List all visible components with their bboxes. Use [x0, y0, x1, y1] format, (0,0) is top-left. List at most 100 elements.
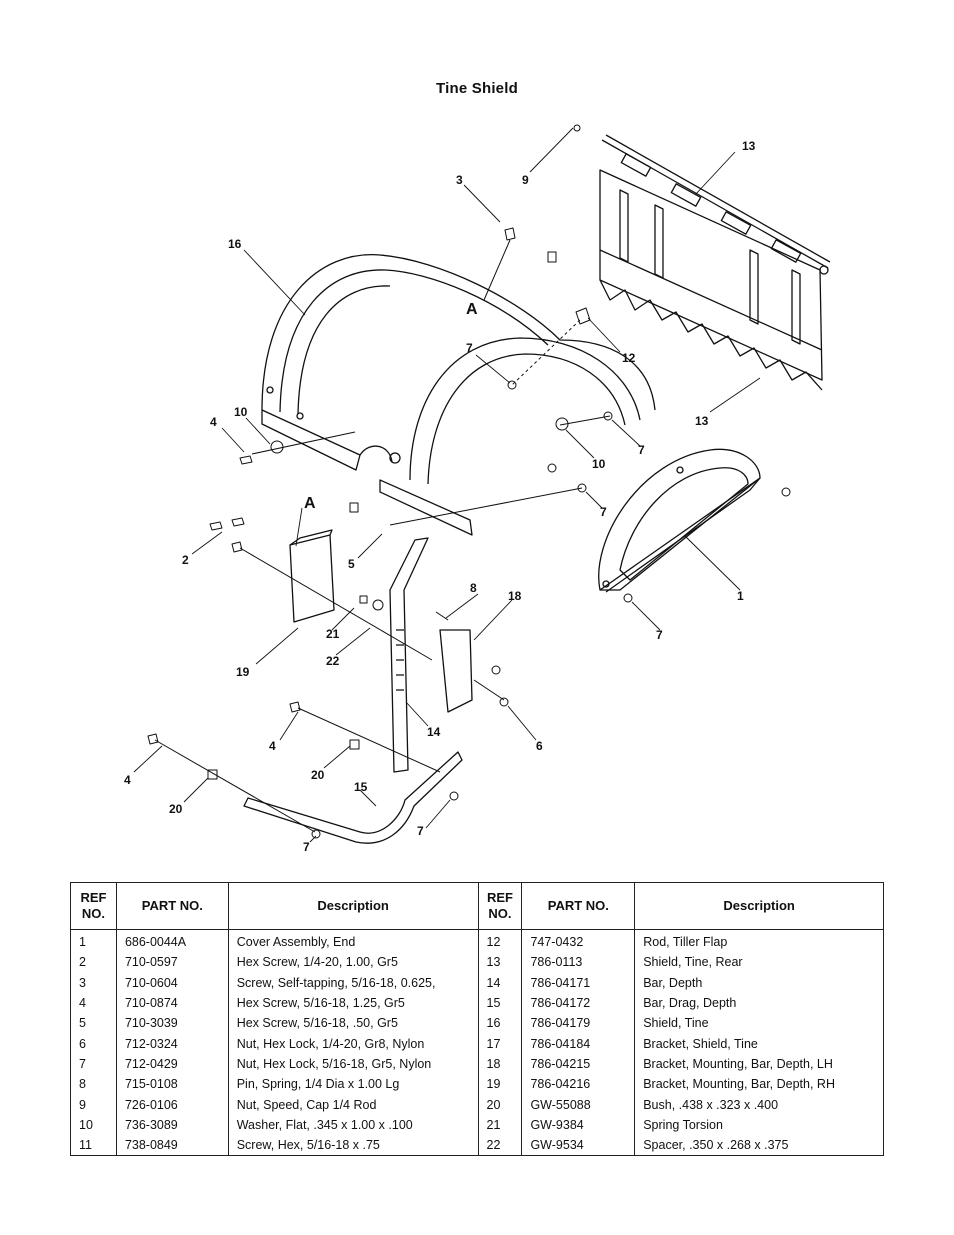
cell-part: 686-0044A: [115, 929, 229, 953]
callout-18: 18: [508, 589, 522, 603]
callout-3: 3: [456, 173, 463, 187]
callout-1: 1: [737, 589, 744, 603]
cell-ref: 14: [477, 972, 523, 993]
callout-4c: 4: [124, 773, 131, 787]
cell-part: 736-3089: [115, 1114, 229, 1135]
callout-19: 19: [236, 665, 250, 679]
cell-ref: 7: [70, 1053, 117, 1075]
drag-bar-drawing: [243, 751, 463, 844]
hardware-drawing: [147, 124, 791, 839]
cell-ref: 11: [70, 1134, 117, 1157]
header-part-no-2: PART NO.: [521, 882, 636, 930]
cell-part: 712-0429: [115, 1053, 229, 1075]
callout-labels: 13 3 9 16 A 7 12 13 10 4 7 10 7 A 2 5 8 …: [124, 139, 756, 854]
callout-7d: 7: [656, 628, 663, 642]
cell-desc: Bar, Drag, Depth: [634, 992, 884, 1014]
cell-desc: Nut, Hex Lock, 5/16-18, Gr5, Nylon: [227, 1053, 479, 1075]
cell-ref: 4: [70, 992, 117, 1014]
callout-9: 9: [522, 173, 529, 187]
cell-part: 747-0432: [521, 929, 636, 953]
cell-desc: Hex Screw, 5/16-18, 1.25, Gr5: [227, 992, 479, 1014]
page-title: Tine Shield: [436, 80, 518, 97]
cell-desc: Hex Screw, 5/16-18, .50, Gr5: [227, 1013, 479, 1034]
cell-desc: Bracket, Mounting, Bar, Depth, RH: [634, 1074, 884, 1095]
cell-desc: Screw, Self-tapping, 5/16-18, 0.625,: [227, 972, 479, 993]
tiller-flap-rod-drawing: [601, 134, 831, 275]
callout-20b: 20: [169, 802, 183, 816]
cell-ref: 19: [477, 1074, 523, 1095]
header-description-2: Description: [634, 882, 884, 930]
cell-desc: Rod, Tiller Flap: [634, 929, 884, 953]
cell-ref: 3: [70, 972, 117, 993]
callout-2: 2: [182, 553, 189, 567]
callout-7c: 7: [600, 505, 607, 519]
leader-lines: [133, 127, 761, 843]
cell-ref: 6: [70, 1033, 117, 1054]
cell-ref: 5: [70, 1013, 117, 1034]
header-part-no: PART NO.: [115, 882, 229, 930]
callout-7: 7: [466, 341, 473, 355]
callout-15: 15: [354, 780, 368, 794]
callout-8: 8: [470, 581, 477, 595]
cell-ref: 8: [70, 1074, 117, 1095]
callout-21: 21: [326, 627, 340, 641]
cell-desc: Bracket, Shield, Tine: [634, 1033, 884, 1054]
cell-desc: Shield, Tine, Rear: [634, 952, 884, 973]
cell-desc: Bracket, Mounting, Bar, Depth, LH: [634, 1053, 884, 1075]
cell-desc: Spacer, .350 x .268 x .375: [634, 1134, 884, 1157]
callout-4: 4: [210, 415, 217, 429]
callout-16: 16: [228, 237, 242, 251]
cell-ref: 2: [70, 952, 117, 973]
view-marker-a: A: [466, 301, 478, 318]
callout-7e: 7: [417, 824, 424, 838]
callout-10b: 10: [592, 457, 606, 471]
end-cover-drawing: [598, 448, 761, 593]
cell-ref: 18: [477, 1053, 523, 1075]
cell-part: 738-0849: [115, 1134, 229, 1157]
callout-22: 22: [326, 654, 340, 668]
cell-desc: Hex Screw, 1/4-20, 1.00, Gr5: [227, 952, 479, 973]
callout-6: 6: [536, 739, 543, 753]
cell-desc: Shield, Tine: [634, 1013, 884, 1034]
mounting-brackets-drawing: [289, 529, 473, 713]
cell-part: GW-9534: [521, 1134, 636, 1157]
view-marker-a2: A: [304, 495, 316, 512]
cell-ref: 21: [477, 1114, 523, 1135]
cell-part: 710-3039: [115, 1013, 229, 1034]
tine-shield-drawing: [261, 254, 656, 536]
cell-desc: Pin, Spring, 1/4 Dia x 1.00 Lg: [227, 1074, 479, 1095]
cell-part: 786-04215: [521, 1053, 636, 1075]
cell-ref: 12: [477, 929, 523, 953]
callout-4b: 4: [269, 739, 276, 753]
callout-13b: 13: [695, 414, 709, 428]
callout-5: 5: [348, 557, 355, 571]
cell-desc: Bar, Depth: [634, 972, 884, 993]
callout-20: 20: [311, 768, 325, 782]
cell-desc: Bush, .438 x .323 x .400: [634, 1094, 884, 1115]
cell-desc: Washer, Flat, .345 x 1.00 x .100: [227, 1114, 479, 1135]
cell-part: 786-04172: [521, 992, 636, 1014]
cell-ref: 15: [477, 992, 523, 1014]
cell-ref: 22: [477, 1134, 523, 1157]
callout-14: 14: [427, 725, 441, 739]
cell-part: 715-0108: [115, 1074, 229, 1095]
cell-part: 786-04216: [521, 1074, 636, 1095]
cell-part: 710-0604: [115, 972, 229, 993]
cell-ref: 10: [70, 1114, 117, 1135]
cell-desc: Nut, Hex Lock, 1/4-20, Gr8, Nylon: [227, 1033, 479, 1054]
cell-desc: Screw, Hex, 5/16-18 x .75: [227, 1134, 479, 1157]
cell-part: 710-0874: [115, 992, 229, 1014]
cell-part: GW-9384: [521, 1114, 636, 1135]
